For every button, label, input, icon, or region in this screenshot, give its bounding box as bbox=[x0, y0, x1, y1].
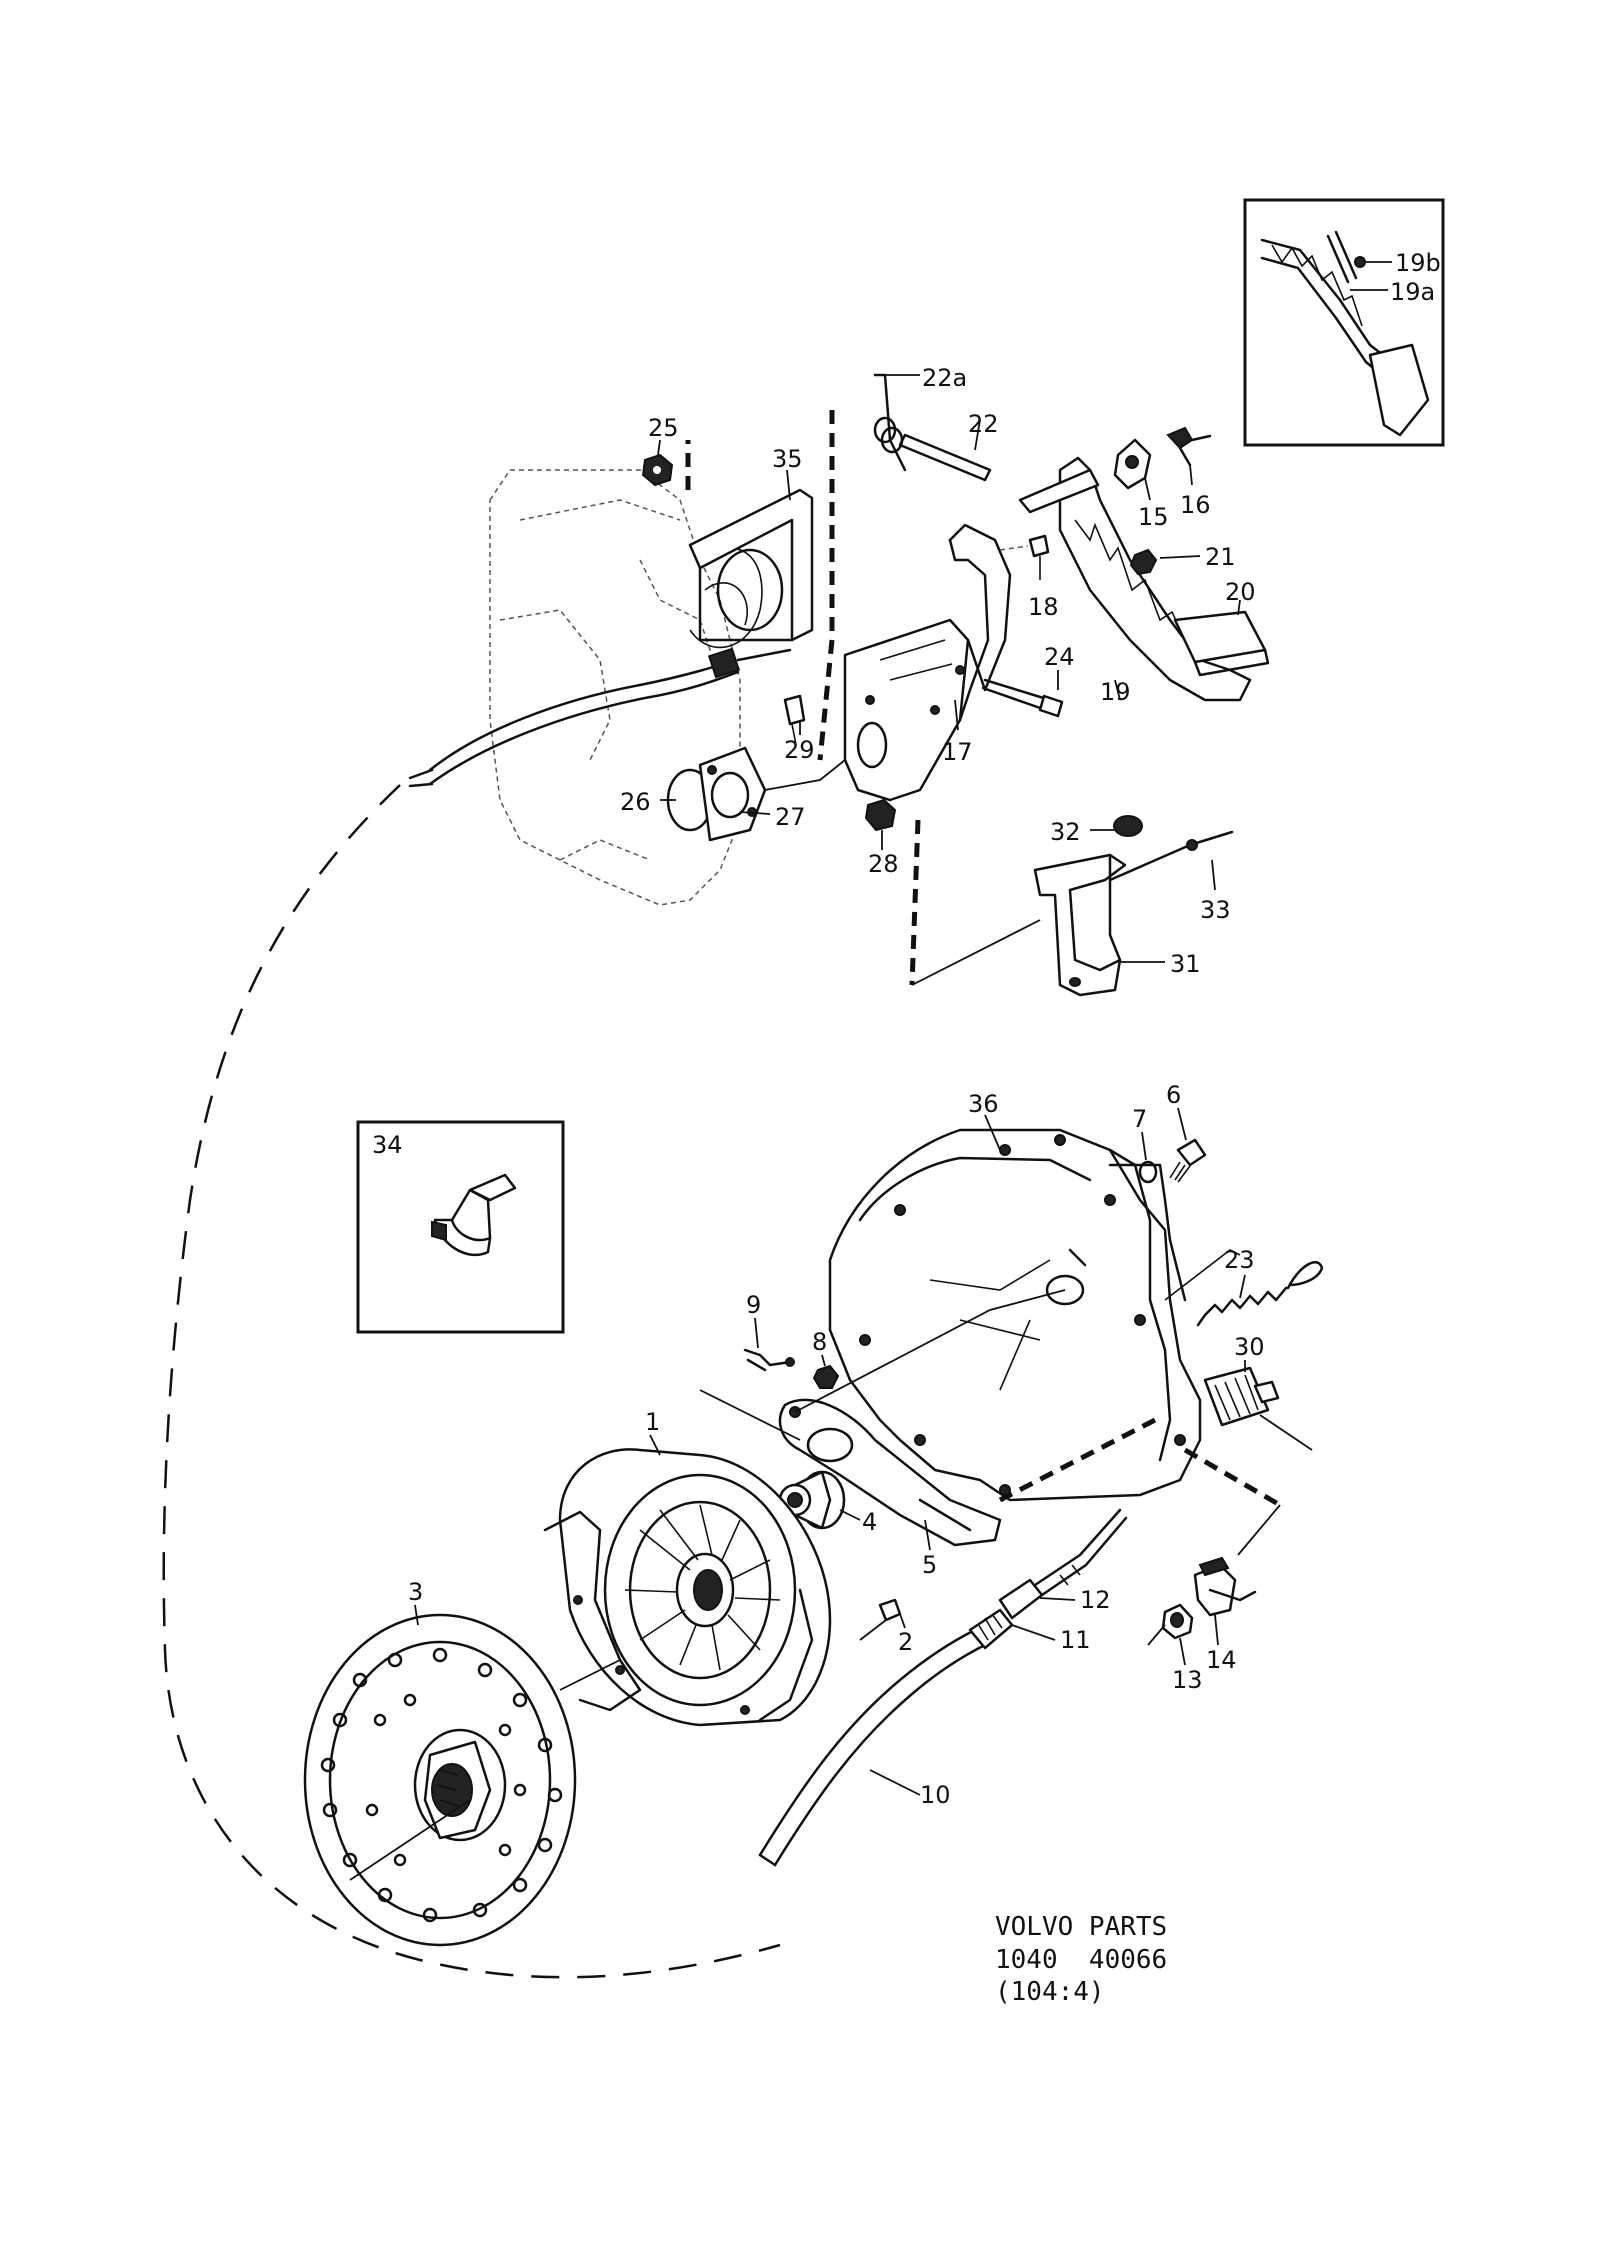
callout-13: 13 bbox=[1172, 1666, 1203, 1694]
part-9-spring-clip bbox=[743, 1317, 795, 1372]
parts-caption: VOLVO PARTS 1040 40066 (104:4) bbox=[995, 1912, 1167, 2007]
callout-3: 3 bbox=[408, 1578, 423, 1606]
part-35-bracket bbox=[688, 469, 814, 642]
part-33-pin bbox=[1108, 830, 1234, 891]
callout-5: 5 bbox=[922, 1551, 937, 1579]
callout-10: 10 bbox=[920, 1781, 951, 1809]
callout-33: 33 bbox=[1200, 896, 1231, 924]
leader-26-27-to-17 bbox=[764, 759, 846, 791]
part-8-bolt bbox=[812, 1354, 840, 1389]
caption-line-2: 1040 40066 bbox=[995, 1945, 1167, 1975]
callout-16: 16 bbox=[1180, 491, 1211, 519]
callout-18: 18 bbox=[1028, 593, 1059, 621]
part-11-cable-adjuster bbox=[968, 1608, 1056, 1650]
callout-11: 11 bbox=[1060, 1626, 1091, 1654]
part-10-clutch-cable-sheath bbox=[758, 1628, 987, 1867]
callout-7: 7 bbox=[1132, 1105, 1147, 1133]
leader-31-line bbox=[911, 919, 1041, 986]
callout-19b: 19b bbox=[1395, 249, 1441, 277]
callout-22: 22 bbox=[968, 410, 999, 438]
callout-1: 1 bbox=[645, 1408, 660, 1436]
callout-22a: 22a bbox=[922, 364, 967, 392]
part-30-retainer bbox=[1203, 1360, 1313, 1451]
part-3-clutch-disc bbox=[303, 1604, 621, 1947]
caption-line-1: VOLVO PARTS bbox=[995, 1912, 1167, 1942]
callout-2: 2 bbox=[898, 1628, 913, 1656]
disc-rivets bbox=[320, 1647, 563, 1923]
part-26-27-flange bbox=[660, 746, 771, 842]
part-15-bushing bbox=[1113, 438, 1152, 501]
part-23-return-spring bbox=[1196, 1261, 1324, 1327]
part-21-nut bbox=[1129, 548, 1201, 576]
callout-26: 26 bbox=[620, 788, 651, 816]
inset-pedal-detail bbox=[1243, 198, 1445, 447]
callout-31: 31 bbox=[1170, 950, 1201, 978]
caption-line-3: (104:4) bbox=[995, 1977, 1105, 2007]
callout-23: 23 bbox=[1224, 1246, 1255, 1274]
dashed-guide-e bbox=[998, 1417, 1157, 1503]
callout-20: 20 bbox=[1225, 578, 1256, 606]
callout-12: 12 bbox=[1080, 1586, 1111, 1614]
part-24-bolt bbox=[981, 670, 1064, 718]
callout-35: 35 bbox=[772, 445, 803, 473]
callout-14: 14 bbox=[1206, 1646, 1237, 1674]
part-20-pedal-pad bbox=[1173, 599, 1270, 677]
part-14-clip bbox=[1193, 1556, 1257, 1646]
inset-cable-clip bbox=[356, 1120, 565, 1334]
upper-clutch-cable bbox=[408, 647, 792, 788]
part-36-bell-housing bbox=[828, 1114, 1241, 1502]
callout-27: 27 bbox=[775, 803, 806, 831]
part-7-washer bbox=[1138, 1131, 1158, 1184]
callout-8: 8 bbox=[812, 1328, 827, 1356]
dashed-guide-d bbox=[1183, 1447, 1282, 1508]
part-28-nut bbox=[864, 798, 897, 850]
dashed-guide-c bbox=[909, 819, 921, 986]
callout-4: 4 bbox=[862, 1508, 877, 1536]
callout-28: 28 bbox=[868, 850, 899, 878]
callout-labels: 19b 19a 22a 22 25 35 15 16 21 18 20 24 1… bbox=[372, 249, 1441, 1809]
part-29-bolt bbox=[783, 694, 806, 746]
callout-30: 30 bbox=[1234, 1333, 1265, 1361]
part-31-bracket bbox=[1033, 853, 1165, 997]
callout-6: 6 bbox=[1166, 1081, 1181, 1109]
callout-17: 17 bbox=[942, 738, 973, 766]
callout-29: 29 bbox=[784, 736, 815, 764]
callout-24: 24 bbox=[1044, 643, 1075, 671]
part-32-grommet bbox=[1090, 815, 1143, 837]
callout-15: 15 bbox=[1138, 503, 1169, 531]
callout-9: 9 bbox=[746, 1291, 761, 1319]
part-2-bolt bbox=[859, 1598, 906, 1641]
cable-routing-path bbox=[162, 784, 781, 1979]
part-4-release-bearing bbox=[778, 1470, 861, 1530]
part-18-bolt bbox=[999, 534, 1050, 580]
part-5-release-fork bbox=[699, 1289, 1066, 1551]
callout-32: 32 bbox=[1050, 818, 1081, 846]
callout-21: 21 bbox=[1205, 543, 1236, 571]
part-12-cable-end bbox=[998, 1508, 1128, 1620]
callout-19a: 19a bbox=[1390, 278, 1435, 306]
callout-25: 25 bbox=[648, 414, 679, 442]
callout-19: 19 bbox=[1100, 678, 1131, 706]
part-16-clip bbox=[1166, 426, 1212, 486]
dashed-guide-a bbox=[817, 410, 835, 761]
part-1-pressure-plate bbox=[543, 1434, 832, 1727]
callout-34: 34 bbox=[372, 1131, 403, 1159]
leader-to-14 bbox=[1237, 1504, 1281, 1556]
part-6-bolt bbox=[1169, 1107, 1207, 1183]
part-13-bushing bbox=[1147, 1603, 1194, 1666]
callout-36: 36 bbox=[968, 1090, 999, 1118]
part-19-clutch-pedal bbox=[1018, 456, 1252, 702]
part-25-nut bbox=[641, 439, 674, 487]
part-17-pedal-bracket bbox=[843, 523, 1012, 802]
part-22a-spring bbox=[873, 373, 920, 472]
